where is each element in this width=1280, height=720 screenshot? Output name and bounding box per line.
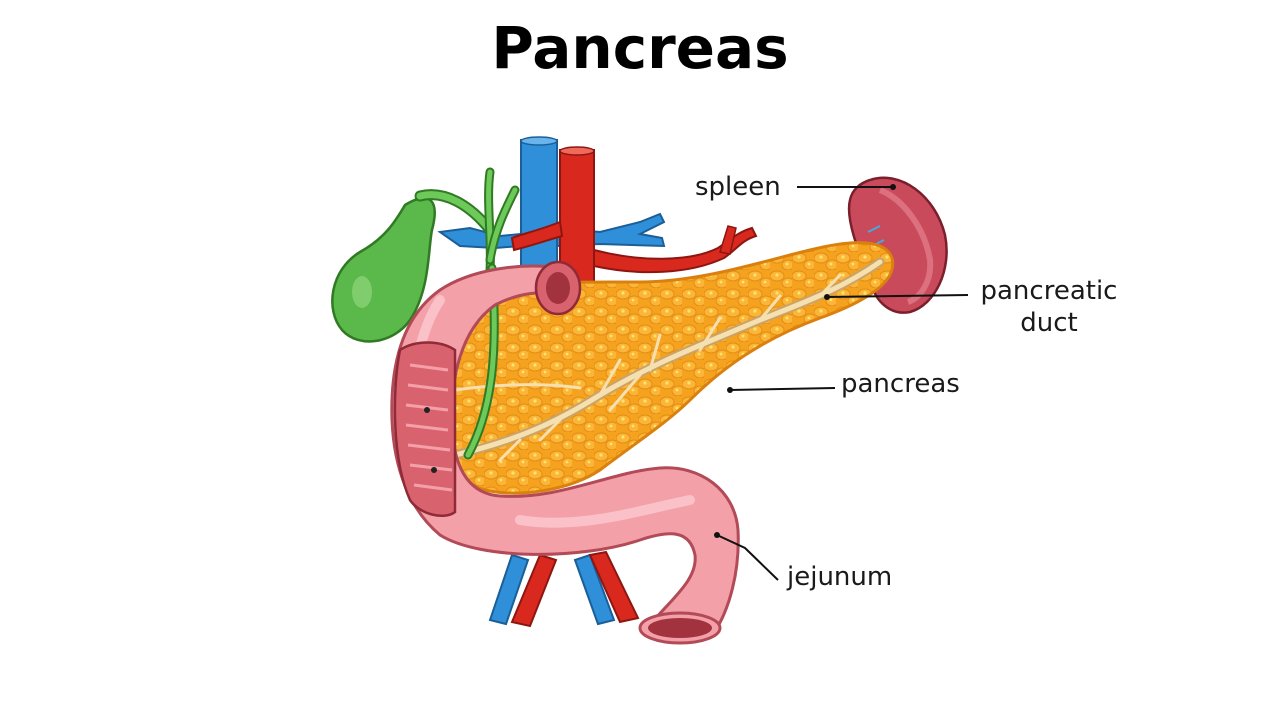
pancreatic-duct-vessel: [450, 257, 885, 462]
gallbladder: [331, 189, 496, 343]
label-spleen: spleen: [695, 172, 781, 202]
label-pancreas: pancreas: [841, 369, 960, 399]
jejunum-organ: [390, 260, 740, 645]
diagram-title: Pancreas: [491, 14, 789, 82]
lower-vein: [488, 553, 616, 626]
label-jejunum: jejunum: [787, 562, 893, 592]
lower-artery: [510, 550, 640, 628]
leader-lines: [714, 184, 969, 581]
bile-duct: [484, 167, 520, 275]
label-pancreatic-duct-line1: pancreatic: [980, 276, 1118, 306]
label-pancreatic-duct: pancreatic duct: [974, 275, 1124, 339]
label-pancreatic-duct-line2: duct: [1020, 308, 1078, 338]
